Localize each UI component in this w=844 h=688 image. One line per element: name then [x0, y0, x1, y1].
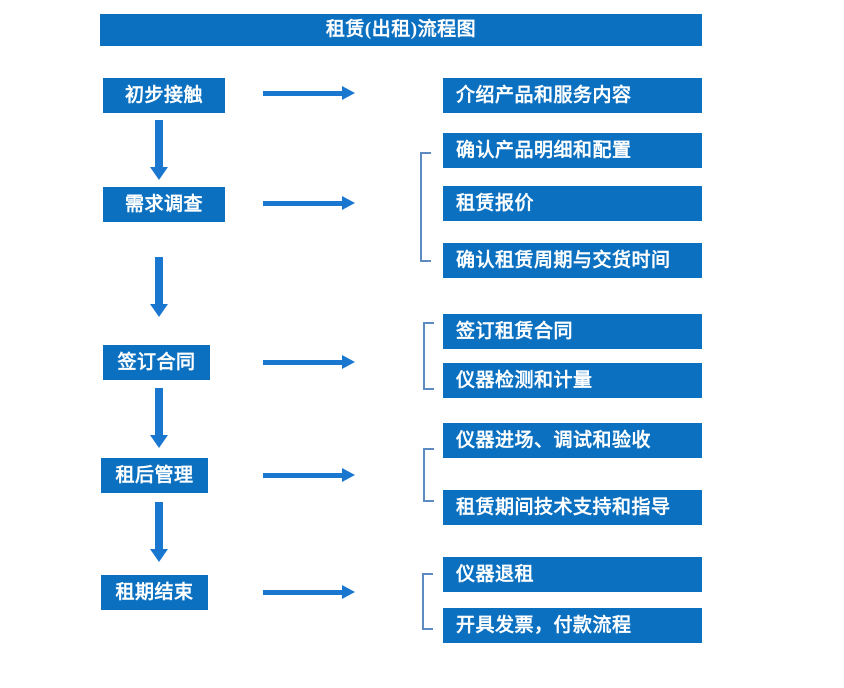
down-arrow-icon — [150, 257, 168, 317]
detail-box-rental-quotation: 租赁报价 — [443, 186, 702, 221]
right-arrow-icon — [263, 355, 355, 370]
step-box-demand-survey: 需求调查 — [103, 187, 225, 222]
detail-box-invoice-payment: 开具发票，付款流程 — [443, 608, 702, 643]
step-box-post-rental-management: 租后管理 — [101, 458, 208, 493]
detail-box-confirm-period-delivery: 确认租赁周期与交货时间 — [443, 243, 702, 278]
step-box-sign-contract: 签订合同 — [103, 345, 210, 380]
step-box-lease-end: 租期结束 — [101, 575, 208, 610]
group-bracket — [423, 322, 434, 390]
down-arrow-icon — [150, 120, 168, 180]
flowchart-title: 租赁(出租)流程图 — [100, 14, 702, 46]
detail-box-instrument-testing: 仪器检测和计量 — [443, 363, 702, 398]
group-bracket — [420, 152, 431, 262]
right-arrow-icon — [263, 468, 355, 483]
detail-box-sign-rental-contract: 签订租赁合同 — [443, 314, 702, 349]
detail-box-instrument-return: 仪器退租 — [443, 557, 702, 592]
detail-box-technical-support: 租赁期间技术支持和指导 — [443, 490, 702, 525]
group-bracket — [422, 573, 433, 630]
group-bracket — [423, 448, 434, 502]
right-arrow-icon — [263, 196, 355, 211]
right-arrow-icon — [263, 585, 355, 600]
down-arrow-icon — [150, 388, 168, 448]
step-box-initial-contact: 初步接触 — [103, 78, 225, 113]
detail-box-confirm-product-config: 确认产品明细和配置 — [443, 133, 702, 168]
down-arrow-icon — [150, 502, 168, 562]
detail-box-introduce-products: 介绍产品和服务内容 — [443, 78, 702, 113]
detail-box-instrument-setup: 仪器进场、调试和验收 — [443, 423, 702, 458]
right-arrow-icon — [263, 86, 355, 101]
